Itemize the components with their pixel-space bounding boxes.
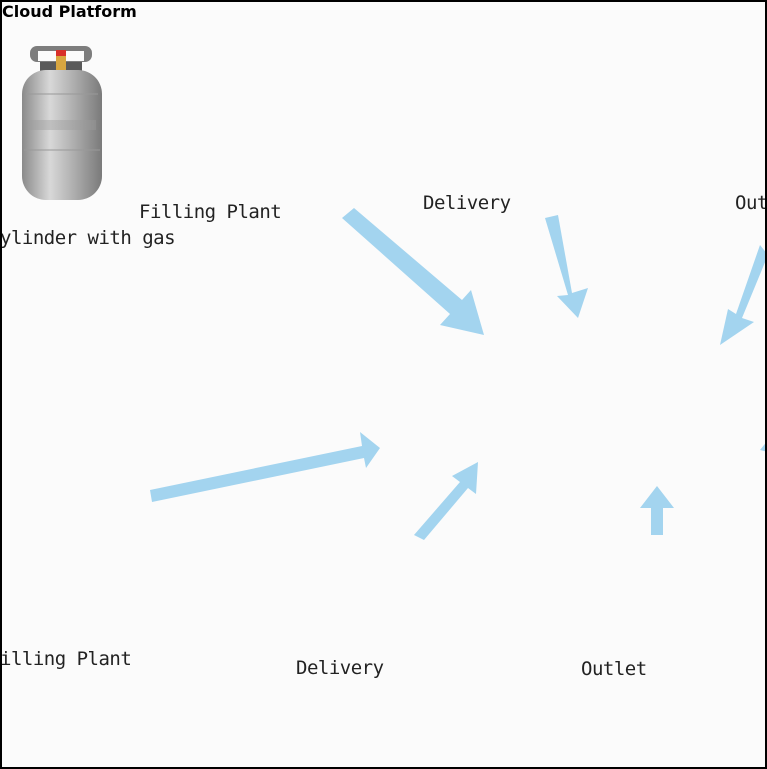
cloud-platform-label: Cloud Platform [2, 2, 137, 21]
arrow-filling-to-delivery: Cloud Platform [2, 2, 765, 680]
arrow-delivery-bottom-to-cloud [414, 462, 478, 540]
filling-plant-bottom-label: illing Plant [2, 648, 132, 670]
delivery-top-label: Delivery [423, 192, 511, 214]
outlet-top-label: Out [735, 192, 765, 214]
filling-plant-top-label: Filling Plant [139, 201, 282, 223]
arrow-right-edge-to-cloud [760, 443, 765, 452]
arrow-filling-plant-bottom-to-cloud [150, 432, 380, 502]
light-arrows [150, 208, 765, 540]
gas-cylinder-icon [22, 46, 102, 200]
cylinder-label: ylinder with gas [2, 227, 176, 249]
arrow-filling-plant-to-cloud [342, 208, 484, 335]
outlet-bottom-label: Outlet [581, 658, 647, 680]
delivery-bottom-label: Delivery [296, 657, 384, 679]
arrow-delivery-top-to-cloud [545, 215, 588, 318]
shop-icon-top-partial: Cloud Platform [2, 2, 765, 680]
shop-connector-top: Cloud Platform [2, 2, 765, 680]
arrow-outlet-bottom-to-cloud [640, 486, 674, 535]
arrow-delivery-to-outlet: Cloud Platform [2, 2, 765, 680]
arrow-outlet-top-to-cloud [720, 245, 765, 345]
